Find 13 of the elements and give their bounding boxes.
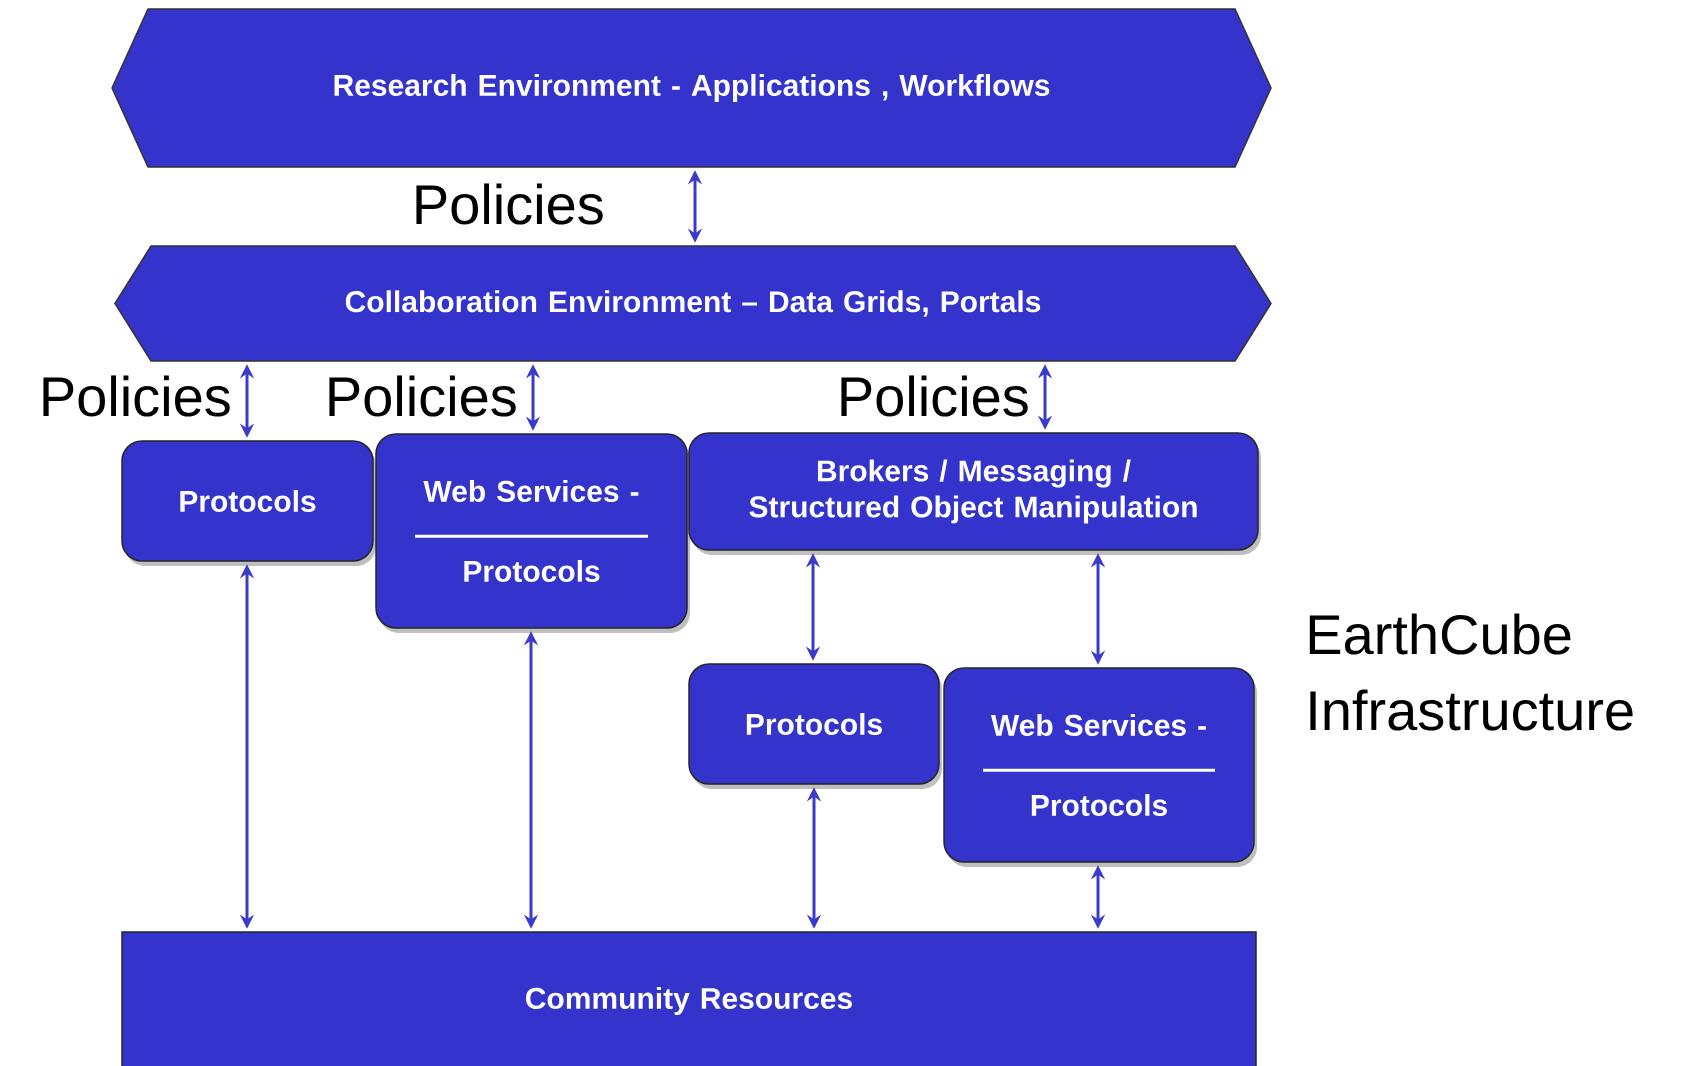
rounded-box: Web Services - Protocols	[943, 667, 1257, 867]
hexagon-band: Collaboration Environment – Data Grids, Portals	[114, 245, 1272, 362]
policies-label: Policies	[43, 375, 230, 417]
hexagon-band: Research Environment - Applications , Workflows	[111, 8, 1272, 168]
infrastructure-label: EarthCube Infrastructure	[1309, 613, 1633, 731]
policies-label: Policies	[416, 183, 603, 225]
rounded-box: Web Services - Protocols	[375, 433, 690, 633]
rounded-box: Protocols	[688, 663, 942, 789]
rounded-box: Protocols	[121, 440, 376, 566]
policies-label: Policies	[841, 375, 1028, 417]
resource-band: Community Resources	[121, 931, 1257, 1066]
policies-label: Policies	[329, 375, 516, 417]
rounded-box: Brokers / Messaging / Structured Object Manipulation	[688, 432, 1261, 555]
